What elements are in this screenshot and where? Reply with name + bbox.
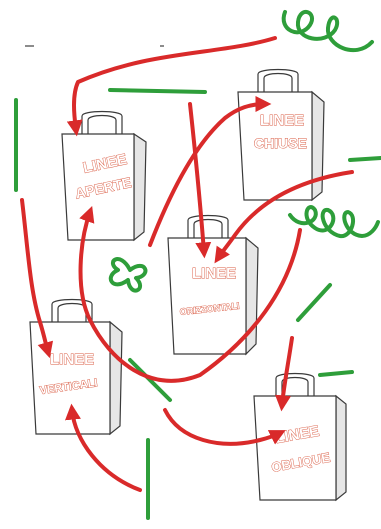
bag-chiuse-line2: CHIUSE (254, 135, 307, 151)
bag-linee-aperte: LINEE APERTE (61, 110, 147, 242)
green-horizontal-right (348, 156, 381, 162)
arrow-to-verticali-side (20, 198, 54, 359)
arrow-to-oblique-top (274, 336, 294, 412)
bag-orizzontali-line1: LINEE (192, 265, 236, 282)
red-arrows (20, 36, 354, 492)
green-diagonal-right (296, 283, 332, 322)
green-diagonal-bottom (128, 358, 172, 402)
green-lines (14, 10, 381, 520)
green-horizontal-top (108, 88, 207, 94)
arrow-to-verticali-bottom (65, 403, 142, 492)
green-small-right (318, 370, 354, 377)
arrow-to-oblique-left (163, 408, 286, 446)
green-curl-mid-right (288, 205, 380, 238)
arrow-to-aperte-top (66, 36, 277, 137)
bag-verticali-line1: LINEE (50, 351, 94, 368)
arrow-chiuse-loop (148, 96, 272, 247)
arrow-from-right-to-orizzontali (214, 170, 354, 264)
bag-linee-chiuse: LINEE CHIUSE (237, 68, 325, 202)
green-clover (108, 257, 148, 293)
arrow-big-loop-to-aperte (78, 205, 302, 383)
bag-linee-orizzontali: LINEE ORIZZONTALI (167, 214, 259, 356)
bag-chiuse-line1: LINEE (260, 112, 304, 129)
bag-linee-verticali: LINEE VERTICALI (29, 298, 123, 436)
arrow-to-orizzontali-top (188, 102, 212, 259)
green-curl-top-right (281, 10, 374, 53)
